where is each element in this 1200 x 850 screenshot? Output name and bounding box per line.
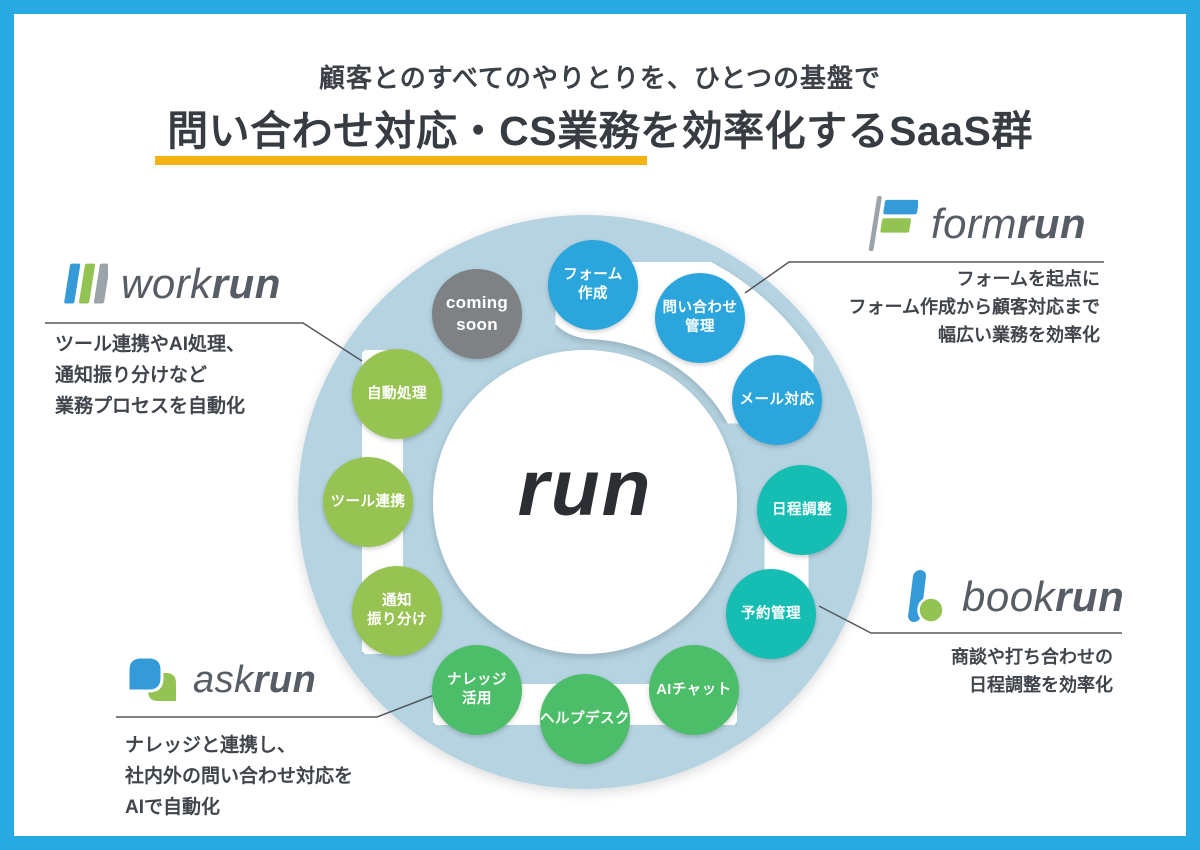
feature-circle-mail: メール対応 [732, 355, 822, 445]
wordmark-regular: work [121, 260, 212, 307]
feature-circle-booking: 予約管理 [726, 569, 816, 659]
askrun-wordmark: askrun [193, 661, 316, 699]
description-line: ナレッジと連携し、 [125, 735, 297, 756]
wordmark-regular: book [962, 573, 1056, 620]
bookrun-icon [908, 570, 945, 624]
formrun-description: フォームを起点に フォーム作成から顧客対応まで 幅広い業務を効率化 [849, 266, 1100, 350]
feature-circle-inquiry-mgmt: 問い合わせ 管理 [655, 273, 745, 363]
ring-inner-hub [433, 350, 737, 654]
formrun-icon [868, 196, 918, 251]
feature-label: coming [445, 292, 509, 312]
feature-circle-coming-soon: coming soon [432, 269, 522, 359]
feature-label: 予約管理 [741, 605, 801, 622]
headline-title: 問い合わせ対応・CS業務を効率化するSaaS群 [167, 108, 1033, 154]
workrun-icon [64, 263, 108, 304]
workrun-wordmark: workrun [121, 263, 281, 305]
feature-label: 通知 [382, 593, 412, 610]
feature-label: ナレッジ [447, 672, 507, 689]
feature-label: 問い合わせ [662, 300, 738, 317]
feature-circle-knowledge: ナレッジ 活用 [432, 645, 522, 735]
workrun-description: ツール連携やAI処理、 通知振り分けなど 業務プロセスを自動化 [55, 330, 245, 422]
feature-label: 管理 [685, 319, 715, 335]
feature-label: 作成 [578, 286, 608, 302]
feature-label: フォーム [563, 267, 623, 284]
bookrun-wordmark: bookrun [962, 576, 1124, 618]
feature-circle-notify: 通知 振り分け [352, 566, 442, 656]
wordmark-bold: run [1017, 200, 1087, 247]
formrun-connector-line [744, 261, 1104, 294]
feature-label: soon [456, 315, 498, 334]
description-line: フォームを起点に [956, 269, 1100, 289]
askrun-icon [126, 655, 176, 701]
headline-underline [155, 156, 647, 165]
wordmark-regular: ask [193, 659, 254, 701]
feature-label: AIチャット [656, 681, 732, 698]
feature-label: ツール連携 [330, 493, 406, 510]
workrun-logo: workrun [56, 258, 281, 310]
wordmark-bold: run [253, 659, 317, 701]
feature-circle-ai-chat: AIチャット [649, 645, 739, 735]
description-line: 社内外の問い合わせ対応を [125, 765, 354, 787]
wordmark-bold: run [211, 260, 281, 307]
description-line: 商談や打ち合わせの [951, 647, 1113, 667]
feature-circle-auto-process: 自動処理 [352, 349, 442, 439]
askrun-description: ナレッジと連携し、 社内外の問い合わせ対応を AIで自動化 [125, 731, 353, 823]
workrun-connector-line [45, 322, 363, 362]
description-line: 日程調整を効率化 [969, 674, 1113, 695]
description-line: 業務プロセスを自動化 [55, 395, 246, 417]
description-line: 通知振り分けなど [55, 364, 208, 386]
description-line: AIで自動化 [125, 796, 221, 818]
feature-circle-helpdesk: ヘルプデスク [540, 674, 630, 764]
description-line: 幅広い業務を効率化 [938, 324, 1100, 345]
formrun-logo: formrun [864, 194, 1086, 254]
feature-circle-tool-link: ツール連携 [323, 457, 413, 547]
bookrun-description: 商談や打ち合わせの 日程調整を効率化 [951, 644, 1113, 700]
feature-label: メール対応 [739, 391, 815, 408]
description-line: ツール連携やAI処理、 [55, 334, 246, 355]
feature-label: 日程調整 [772, 501, 832, 518]
askrun-connector-line [116, 691, 443, 718]
description-line: フォーム作成から顧客対応まで [848, 296, 1100, 317]
feature-label: ヘルプデスク [540, 710, 630, 727]
formrun-wordmark: formrun [931, 203, 1086, 245]
bookrun-connector-line [818, 605, 1122, 634]
askrun-logo: askrun [124, 653, 316, 707]
run-platform-label: run [517, 443, 653, 532]
bookrun-logo: bookrun [901, 568, 1124, 626]
feature-label: 自動処理 [367, 385, 427, 402]
headline-subtitle: 顧客とのすべてのやりとりを、ひとつの基盤で [318, 63, 882, 93]
wordmark-regular: form [931, 200, 1017, 247]
wordmark-bold: run [1055, 573, 1125, 620]
feature-label: 振り分け [367, 612, 427, 628]
feature-label: 活用 [462, 691, 492, 707]
feature-circle-form-create: フォーム 作成 [548, 240, 638, 330]
feature-circle-schedule: 日程調整 [757, 465, 847, 555]
